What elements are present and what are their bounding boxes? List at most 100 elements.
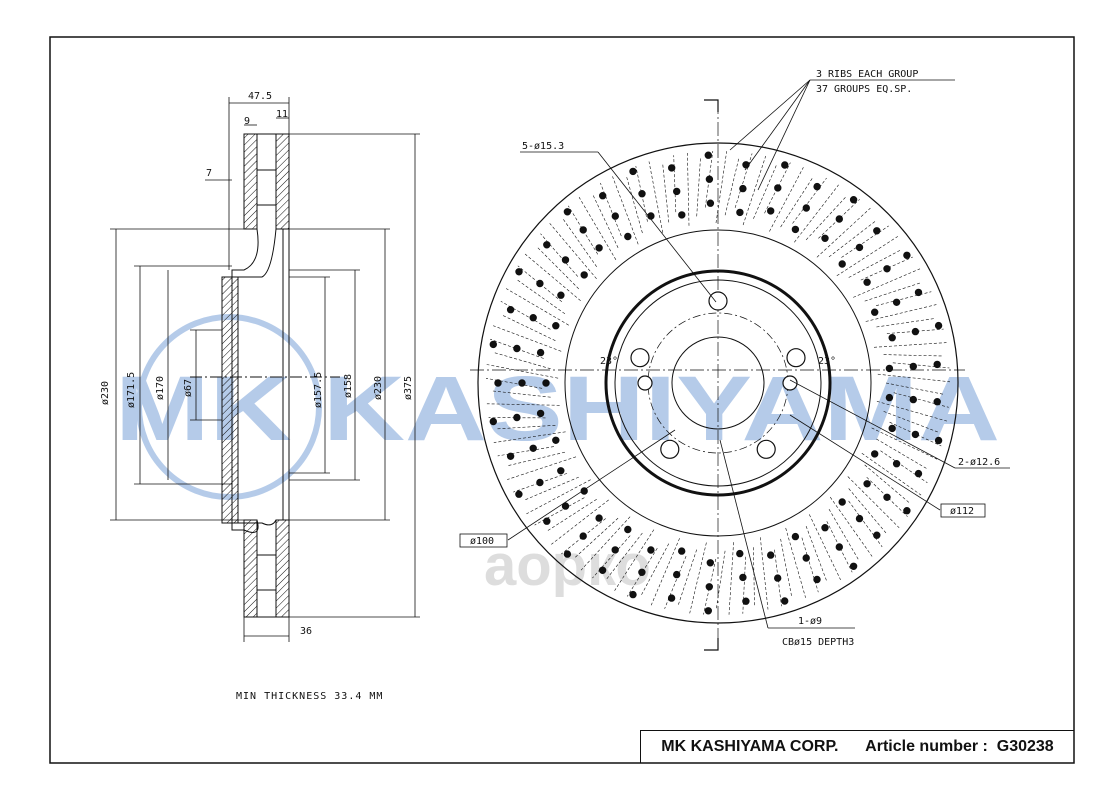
dim-d158: ø158: [343, 374, 354, 398]
drill-hole: [506, 452, 515, 460]
drill-hole: [598, 566, 607, 574]
drill-hole: [739, 184, 747, 193]
drill-hole: [888, 424, 896, 433]
dim-total-width: 47.5: [248, 91, 272, 102]
drill-hole: [667, 594, 676, 602]
vent-rib: [816, 207, 871, 258]
dim-d375: ø375: [403, 376, 414, 400]
vent-rib: [526, 479, 591, 515]
drill-hole: [599, 192, 607, 200]
dim-total-thickness: 36: [300, 626, 312, 637]
vent-rib: [502, 314, 556, 341]
vent-ribs: [485, 151, 951, 615]
drill-hole: [489, 417, 497, 426]
vent-rib: [547, 498, 597, 532]
drill-hole: [706, 199, 715, 207]
vent-rib: [785, 527, 806, 598]
drill-hole: [885, 364, 894, 373]
vent-rib: [592, 194, 619, 249]
vent-rib: [705, 151, 714, 208]
pcd-112-label: ø112: [950, 506, 974, 517]
drill-hole: [774, 184, 782, 192]
drill-hole: [914, 288, 923, 297]
drill-hole: [742, 161, 750, 169]
drill-hole: [624, 525, 632, 534]
drill-hole: [883, 265, 891, 273]
section-dimension-texts: 47.5 9 11 7 36 ø230 ø171.5 ø170 ø67 ø157…: [100, 91, 414, 637]
face-leader-lines: [459, 79, 1010, 629]
vent-rib: [880, 450, 928, 484]
vent-rib: [507, 456, 577, 480]
drill-hole: [536, 478, 544, 487]
drill-hole: [595, 244, 603, 252]
drill-hole: [774, 574, 782, 582]
bolt-holes: [630, 291, 806, 459]
vent-rib: [760, 537, 769, 610]
vent-rib: [662, 163, 670, 223]
vent-rib: [493, 325, 562, 352]
bolt-hole: [756, 439, 776, 459]
vent-rib: [673, 155, 677, 213]
dim-flange: 11: [276, 109, 288, 120]
drill-hole: [561, 256, 570, 264]
drill-hole: [611, 212, 619, 220]
drill-hole: [736, 549, 744, 558]
vent-rib: [635, 165, 648, 222]
vent-rib: [486, 364, 559, 379]
drill-hole: [849, 562, 858, 570]
face-dimension-texts: 3 RIBS EACH GROUP 37 GROUPS EQ.SP. 5-ø15…: [470, 69, 1000, 648]
drill-hole: [909, 395, 917, 404]
section-dimension-lines: [110, 97, 420, 642]
ribs-note-line2: 37 GROUPS EQ.SP.: [816, 84, 912, 95]
drill-hole: [557, 467, 565, 475]
vent-rib: [524, 253, 581, 302]
drill-hole: [513, 413, 521, 422]
drill-hole: [536, 348, 545, 357]
drill-hole: [580, 487, 588, 495]
vent-rib: [724, 157, 740, 216]
watermark-text: MK KASHIYAMA: [115, 358, 1000, 460]
drill-hole: [536, 279, 544, 288]
vent-rib: [753, 547, 755, 607]
drill-hole: [781, 597, 789, 605]
drill-hole: [742, 597, 750, 605]
vent-rib: [774, 549, 782, 607]
drill-hole: [903, 507, 911, 515]
article-separator: :: [982, 738, 988, 755]
vent-rib: [689, 542, 707, 614]
pin-holes-label: 2-ø12.6: [958, 457, 1000, 468]
drill-holes: [489, 151, 943, 615]
drill-hole: [892, 460, 901, 468]
pin-hole: [637, 375, 653, 391]
vent-rib: [801, 537, 819, 593]
vent-rib: [696, 157, 701, 217]
vent-rib: [826, 521, 853, 573]
drill-hole: [821, 524, 829, 532]
drill-hole: [802, 204, 810, 212]
dim-d170: ø170: [155, 376, 166, 400]
drill-hole: [629, 167, 637, 176]
vent-rib: [829, 496, 873, 557]
drill-hole: [506, 306, 515, 314]
vent-rib: [687, 152, 690, 226]
drill-hole: [871, 450, 879, 458]
drill-hole: [736, 208, 744, 217]
drill-hole: [838, 498, 846, 506]
drill-hole: [739, 573, 747, 582]
drill-hole: [821, 234, 829, 243]
bolt-hole: [630, 348, 650, 368]
drill-hole: [704, 607, 712, 615]
drill-hole: [885, 393, 894, 402]
drill-hole: [838, 260, 846, 268]
drill-hole: [705, 175, 714, 183]
vent-rib: [865, 304, 937, 322]
vent-rib: [561, 518, 606, 555]
vent-rib: [580, 516, 631, 571]
vent-rib: [524, 476, 579, 501]
dim-d230-right: ø230: [373, 376, 384, 400]
face-view: [470, 99, 965, 651]
drill-hole: [513, 344, 521, 353]
drill-hole: [678, 211, 686, 219]
vent-rib: [780, 177, 813, 228]
drill-hole: [668, 164, 676, 172]
